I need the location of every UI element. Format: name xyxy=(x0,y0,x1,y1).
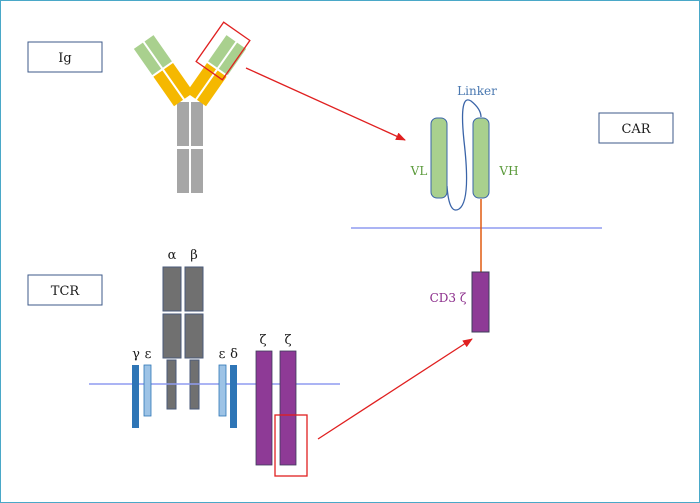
vl-label: VL xyxy=(410,164,428,178)
car-cd3z-domain xyxy=(471,271,490,333)
car-vh-domain xyxy=(472,117,490,199)
zeta-right-label: ζ xyxy=(284,333,291,348)
zeta-highlight xyxy=(274,414,308,477)
zeta-left-label: ζ xyxy=(259,333,266,348)
epsilon-left-label: ε xyxy=(145,347,152,362)
arrow-zeta-to-car xyxy=(317,338,473,440)
cd3-delta-chain xyxy=(230,365,237,428)
ig-fc-upper-right xyxy=(191,102,203,146)
ig-variable-highlight xyxy=(195,21,251,81)
gamma-label: γ xyxy=(132,347,140,362)
ig-label-box: Ig xyxy=(27,41,103,73)
immunoglobulin xyxy=(133,21,251,193)
beta-label: β xyxy=(190,248,198,263)
ig-fc-lower-right xyxy=(191,149,203,193)
epsilon-right-label: ε xyxy=(219,347,226,362)
arrow-ig-to-car xyxy=(245,67,406,141)
vh-label: VH xyxy=(498,164,518,178)
tcr-beta-upper xyxy=(184,266,204,312)
cd3-zeta-right-chain xyxy=(279,350,297,466)
delta-label: δ xyxy=(230,347,238,362)
tcr-beta-lower xyxy=(184,313,204,359)
cd3z-label: CD3 ζ xyxy=(430,291,467,305)
tcr-complex: α β γ ε ε δ ζ ζ xyxy=(89,248,340,477)
alpha-label: α xyxy=(168,248,177,263)
cd3-zeta-left-chain xyxy=(255,350,273,466)
ig-fc-lower-left xyxy=(177,149,189,193)
linker-label: Linker xyxy=(457,84,497,98)
cd3-gamma-chain xyxy=(132,365,139,428)
car-label-box: CAR xyxy=(598,112,674,144)
tcr-label-box: TCR xyxy=(27,274,103,306)
car-construct: Linker VL VH CD3 ζ xyxy=(351,84,602,333)
tcr-alpha-lower xyxy=(162,313,182,359)
ig-left-arm xyxy=(133,35,194,107)
car-vl-domain xyxy=(430,117,448,199)
ig-label: Ig xyxy=(58,51,71,66)
cd3-epsilon-right-chain xyxy=(218,364,227,417)
car-linker xyxy=(446,99,482,211)
car-label: CAR xyxy=(621,122,651,137)
tcr-alpha-upper xyxy=(162,266,182,312)
tcr-label: TCR xyxy=(51,284,81,299)
ig-fc-upper-left xyxy=(177,102,189,146)
ig-right-arm xyxy=(186,35,247,107)
cd3-epsilon-left-chain xyxy=(143,364,152,417)
